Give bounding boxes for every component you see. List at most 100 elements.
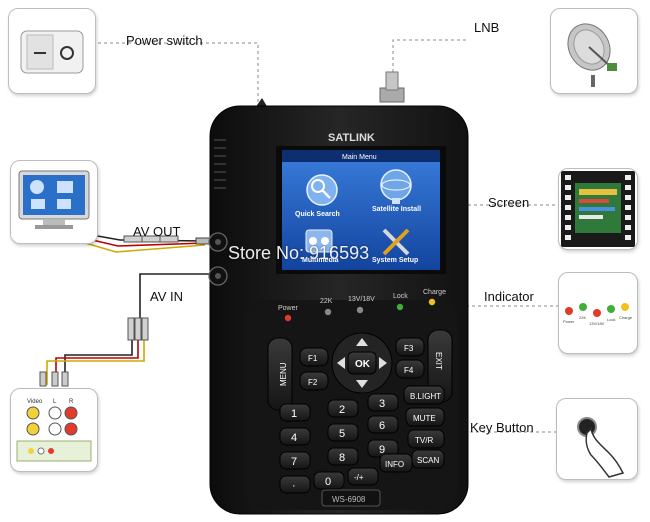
down-arrow-icon[interactable] [356, 380, 368, 388]
menu-item-system-setup: System Setup [372, 257, 418, 264]
callout-av-in: AV IN [150, 289, 183, 304]
backlight-key[interactable] [403, 385, 445, 405]
mini-label-13v18v: 13V/18V [589, 321, 605, 326]
menu-icon-satellite-install [380, 169, 412, 204]
rca-plugs [39, 235, 211, 387]
indicator-row: Power 22K 13V/18V Lock Charge [278, 289, 446, 322]
pointing-hand-icon [585, 427, 625, 478]
digit-key-7[interactable] [279, 451, 311, 470]
lock-led [396, 303, 404, 311]
f1-key[interactable] [299, 347, 329, 367]
f4-key-label: F4 [404, 366, 414, 375]
lnb-thumbnail [550, 8, 638, 94]
exit-key-label: EXIT [434, 352, 443, 370]
callout-key-button: Key Button [470, 420, 534, 435]
power-led [284, 314, 292, 322]
callout-power-switch: Power switch [126, 33, 203, 48]
f2-key-label: F2 [308, 378, 318, 387]
model-plate [321, 489, 381, 507]
digit-key-3[interactable] [367, 393, 399, 412]
digit-key-4[interactable] [279, 427, 311, 446]
menu-item-quick-search: Quick Search [295, 211, 340, 218]
digit-key-8-label: 8 [339, 452, 345, 464]
digit-key-4-label: 4 [291, 432, 297, 444]
led-label-13v18v: 13V/18V [348, 296, 375, 303]
av-in-label-r: R [69, 399, 74, 405]
digit-key-1[interactable] [279, 403, 311, 422]
digit-key-0[interactable] [313, 471, 345, 490]
tv-radio-key[interactable] [407, 429, 445, 449]
digit-key-0-label: 0 [325, 476, 331, 488]
callout-lnb: LNB [474, 20, 500, 35]
menu-key-label: MENU [279, 362, 288, 386]
indicator-thumbnail: Power 22K 13V/18V Lock Charge [558, 272, 638, 354]
f2-key[interactable] [299, 371, 329, 391]
22k-led [324, 308, 332, 316]
digit-key-3-label: 3 [379, 398, 385, 410]
menu-title: Main Menu [342, 154, 377, 161]
digit-key-5-label: 5 [339, 428, 345, 440]
plus-minus-key[interactable] [347, 467, 379, 486]
mute-key[interactable] [405, 407, 445, 427]
store-watermark: Store No: 916593 [228, 243, 370, 263]
led-label-power: Power [278, 305, 299, 312]
screen: Main Menu Quick Search Satellite Install… [276, 146, 446, 274]
led-label-lock: Lock [393, 293, 408, 300]
digit-key-8[interactable] [327, 447, 359, 466]
av-in-label-video: Video [27, 399, 43, 405]
av-in-label-l: L [53, 399, 57, 405]
digit-key-6-label: 6 [379, 420, 385, 432]
av-out-thumbnail [10, 160, 98, 244]
digit-key-1-label: 1 [291, 408, 297, 420]
digit-key-5[interactable] [327, 423, 359, 442]
info-key-label: INFO [385, 460, 404, 469]
menu-icon-quick-search [306, 174, 338, 206]
mini-label-charge: Charge [619, 315, 633, 320]
right-arrow-icon[interactable] [379, 357, 387, 369]
callout-av-out: AV OUT [133, 224, 181, 239]
digit-key-6[interactable] [367, 415, 399, 434]
left-arrow-icon[interactable] [337, 357, 345, 369]
menu-icon-multimedia [305, 229, 333, 253]
backlight-key-label: B.LIGHT [410, 392, 441, 401]
power-switch-thumbnail [8, 8, 96, 94]
tv-radio-key-label: TV/R [415, 436, 433, 445]
menu-icon-system-setup [382, 228, 410, 256]
model-name: WS-6908 [332, 495, 366, 504]
led-label-22k: 22K [320, 298, 333, 305]
dot-key[interactable] [279, 475, 311, 494]
digit-key-2[interactable] [327, 399, 359, 418]
screen-thumbnail [558, 168, 638, 250]
digit-key-7-label: 7 [291, 456, 297, 468]
ok-key[interactable] [347, 351, 377, 375]
up-arrow-icon[interactable] [356, 338, 368, 346]
mini-label-power: Power [563, 319, 575, 324]
mute-key-label: MUTE [413, 414, 436, 423]
ok-key-label: OK [355, 359, 371, 370]
mini-label-lock: Lock [607, 317, 615, 322]
digit-key-9-label: 9 [379, 444, 385, 456]
f3-key[interactable] [395, 337, 425, 357]
scan-key-label: SCAN [417, 456, 439, 465]
13v18v-led [356, 306, 364, 314]
callout-screen: Screen [488, 195, 530, 210]
switch-paddle [26, 34, 54, 70]
mini-label-22k: 22K [579, 315, 586, 320]
menu-item-multimedia: Multimedia [302, 257, 339, 264]
plus-minus-key-label: -/+ [354, 473, 364, 482]
dot-key-label: · [292, 480, 296, 492]
charge-led [428, 298, 436, 306]
digit-key-2-label: 2 [339, 404, 345, 416]
keypad: MENU EXIT F1 F2 F3 F4 OK 1 2 3 4 [267, 329, 453, 507]
brand-logo: SATLINK [328, 132, 375, 144]
scan-key[interactable] [411, 449, 445, 469]
f3-key-label: F3 [404, 344, 414, 353]
menu-item-satellite-install: Satellite Install [372, 206, 421, 213]
led-label-charge: Charge [423, 289, 446, 296]
key-button-thumbnail [556, 398, 638, 480]
av-in-thumbnail: Video L R [10, 388, 98, 472]
f1-key-label: F1 [308, 354, 318, 363]
f4-key[interactable] [395, 359, 425, 379]
